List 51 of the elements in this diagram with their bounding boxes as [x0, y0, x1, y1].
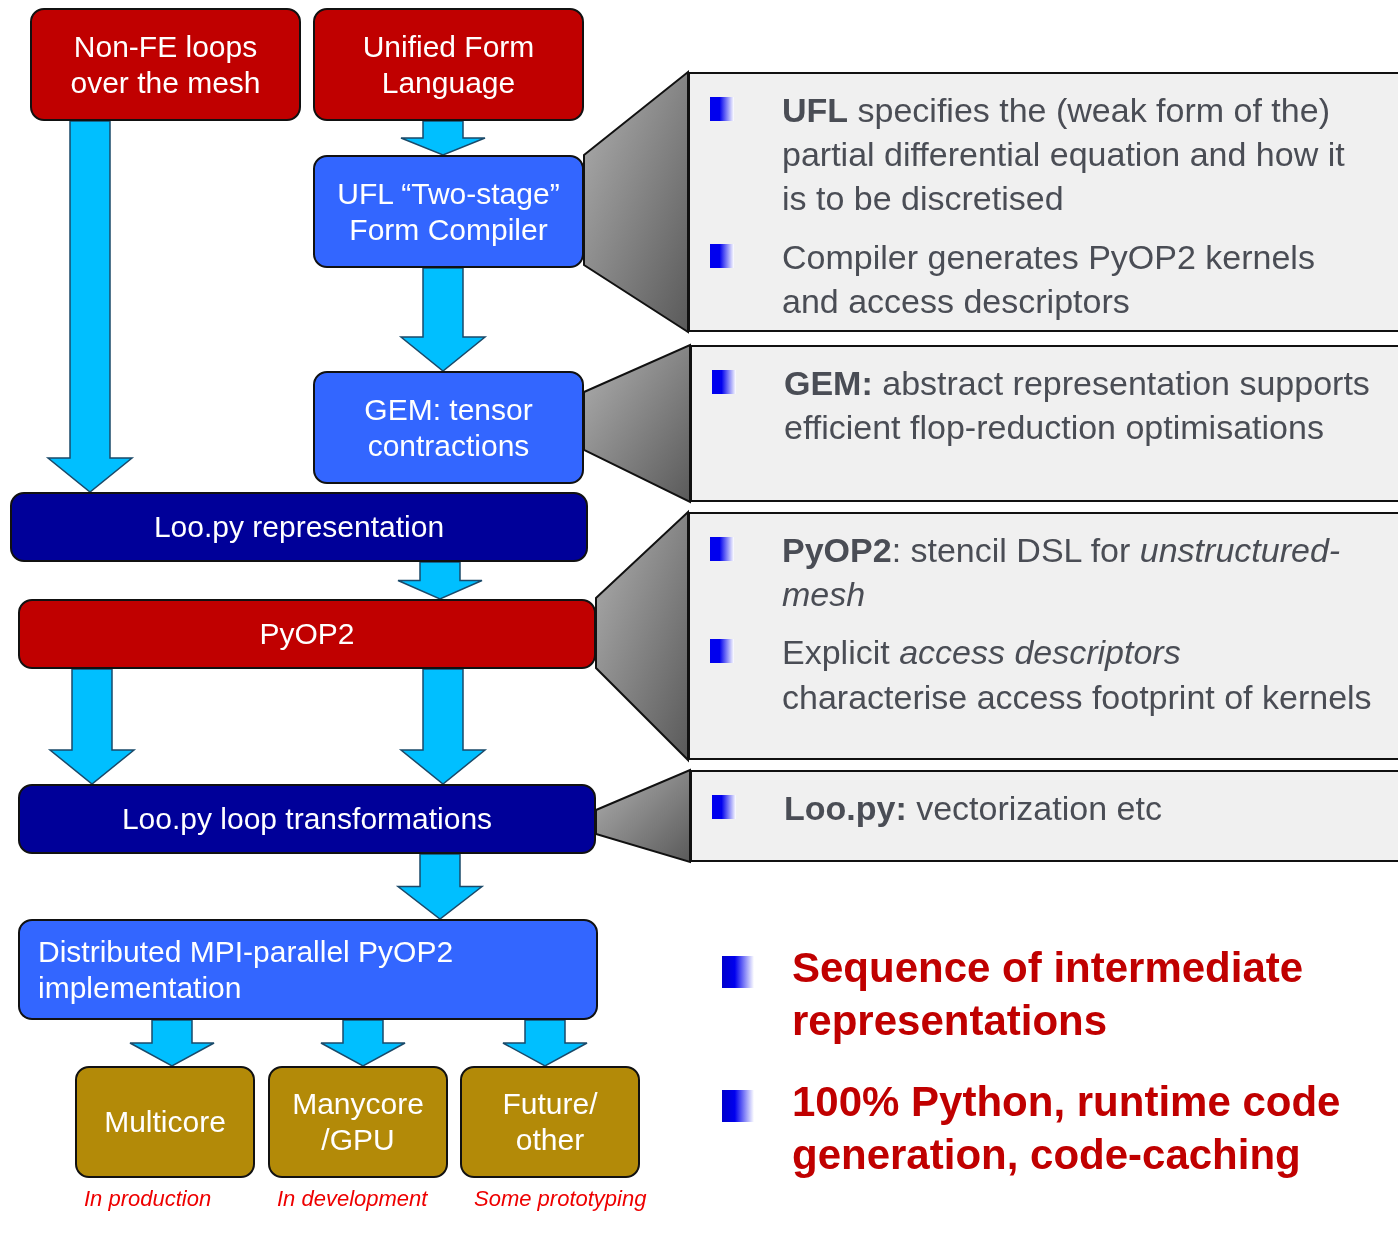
process-box [268, 1066, 448, 1178]
box-label: Unified Form Language [361, 28, 536, 101]
box-label: Future/ other [501, 1086, 599, 1158]
box-label: Loo.py representation [153, 509, 445, 545]
block-arrow [47, 668, 137, 785]
process-box [313, 8, 584, 121]
bullet-text: UFL specifies the (weak form of the) partial differential equation and how it is to be discretised [782, 90, 1346, 220]
callout-panel [690, 345, 1398, 502]
box-label: Distributed MPI-parallel PyOP2 implementation [38, 933, 455, 1006]
process-box [30, 8, 301, 121]
bullet-text: Sequence of intermediate representations [792, 943, 1305, 1046]
box-label: GEM: tensor contractions [363, 391, 534, 464]
bullet-text: 100% Python, runtime code generation, code-caching [792, 1077, 1342, 1180]
block-arrow [129, 1019, 215, 1067]
callout-pointer [595, 509, 689, 763]
process-box [313, 155, 584, 268]
callout-panel [688, 72, 1398, 332]
process-box [18, 784, 596, 854]
bullet-text: GEM: abstract representation supports efficient flop-reduction optimisations [784, 363, 1371, 449]
box-label: UFL “Two-stage” Form Compiler [336, 175, 561, 248]
process-box [75, 1066, 255, 1178]
block-arrow [398, 267, 488, 372]
block-arrow [320, 1019, 406, 1067]
status-note: Some prototyping [474, 1186, 648, 1213]
callout-panel [688, 512, 1398, 760]
block-arrow [400, 120, 486, 156]
box-label: Non-FE loops over the mesh [69, 28, 262, 101]
callout-pointer [583, 343, 691, 504]
bullet-text: Loo.py: vectorization etc [784, 788, 1162, 829]
block-arrow [45, 120, 135, 493]
bullet-text: Compiler generates PyOP2 kernels and access descriptors [782, 236, 1316, 322]
callout-pointer [583, 69, 689, 334]
bullet-text: Explicit access descriptors characterise access footprint of kernels [782, 632, 1373, 718]
bullet-text: PyOP2: stencil DSL for unstructured-mesh [782, 530, 1342, 616]
block-arrow [502, 1019, 588, 1067]
block-arrow [397, 561, 483, 600]
callout-panel [690, 770, 1398, 862]
callout-pointer [595, 768, 691, 864]
block-arrow [395, 853, 485, 920]
process-box [18, 599, 596, 669]
box-label: Manycore /GPU [291, 1086, 425, 1158]
process-box [18, 919, 598, 1020]
status-note: In development [277, 1186, 429, 1213]
box-label: PyOP2 [259, 616, 355, 652]
process-box [313, 371, 584, 484]
block-arrow [398, 668, 488, 785]
box-label: Multicore [104, 1104, 226, 1140]
process-box [10, 492, 588, 562]
status-note: In production [84, 1186, 213, 1213]
box-label: Loo.py loop transformations [121, 801, 493, 837]
process-box [460, 1066, 640, 1178]
